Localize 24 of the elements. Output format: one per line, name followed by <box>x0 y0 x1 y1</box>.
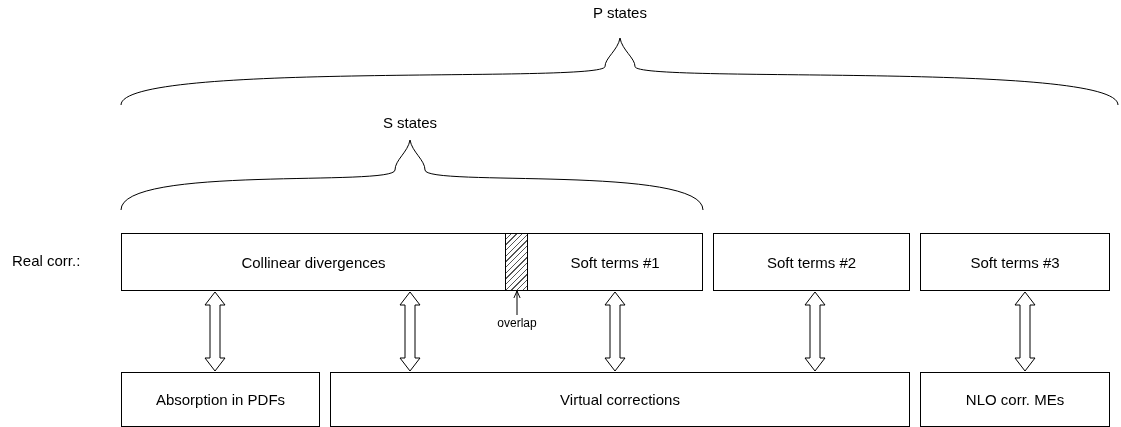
double-arrow <box>804 291 826 372</box>
term-box <box>121 372 320 427</box>
node-text: Virtual corrections <box>560 391 680 408</box>
term-box <box>920 372 1110 427</box>
node-text: NLO corr. MEs <box>965 391 1065 408</box>
row-label: Real corr.: <box>12 252 81 269</box>
node-text: Soft terms #3 <box>970 253 1060 271</box>
hatched-overlap-box <box>505 233 528 291</box>
term-box <box>121 233 506 291</box>
term-box <box>527 233 703 291</box>
double-arrow <box>204 291 226 372</box>
term-box <box>920 233 1110 291</box>
double-arrow <box>1014 291 1036 372</box>
node-text: Soft terms #1 <box>570 253 660 271</box>
term-box <box>330 372 910 427</box>
node-text: Absorption in PDFs <box>155 391 286 408</box>
term-box <box>713 233 910 291</box>
node-text: Soft terms #2 <box>766 253 857 271</box>
double-arrow <box>399 291 421 372</box>
node-text: Collinear divergences <box>241 253 386 271</box>
double-arrow <box>604 291 626 372</box>
brace-label: S states <box>382 114 438 131</box>
brace-label: P states <box>593 4 647 21</box>
node-text: overlap <box>497 316 537 330</box>
